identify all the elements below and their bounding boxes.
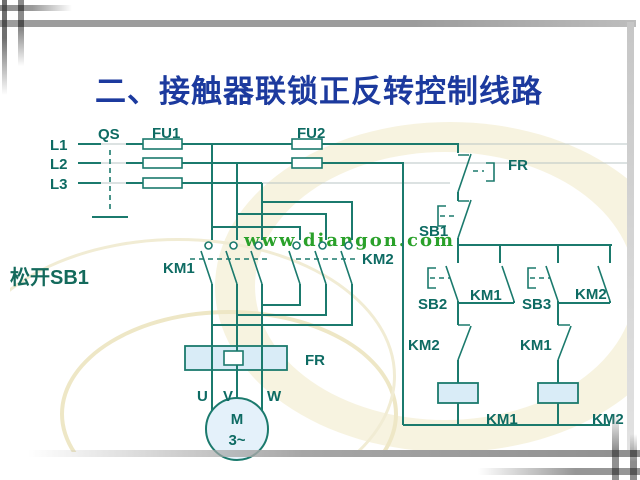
terminal-w-label: W xyxy=(267,388,282,405)
ornament-square xyxy=(2,20,7,27)
ornament-square xyxy=(18,20,24,27)
sb1-stop-button xyxy=(437,199,472,239)
km2-interlock-label: KM2 xyxy=(408,337,440,354)
control-wiring xyxy=(403,192,612,426)
phase-label-l1: L1 xyxy=(50,137,68,154)
phase-label-l3: L3 xyxy=(50,176,68,193)
slide-edge-shadow xyxy=(627,22,634,452)
motor: M 3~ xyxy=(205,397,269,461)
km2-main-contacts xyxy=(288,241,356,285)
km2-interlock-contact xyxy=(457,324,472,361)
fu2-label: FU2 xyxy=(297,125,325,142)
km1-coil xyxy=(437,382,479,404)
motor-symbol: M xyxy=(231,411,244,428)
ornament-square xyxy=(612,450,619,457)
km2-main-label: KM2 xyxy=(362,251,394,268)
sb2-forward-button xyxy=(427,265,459,302)
ornament-square xyxy=(18,5,24,11)
fu1-label: FU1 xyxy=(152,125,180,142)
corner-ornament-top-left xyxy=(18,0,24,66)
km1-seal-contact xyxy=(501,265,515,302)
km2-seal-contact xyxy=(597,265,611,302)
release-sb1-note: 松开SB1 xyxy=(10,267,89,289)
fr-overload-relay xyxy=(184,345,288,412)
terminal-v-label: V xyxy=(223,388,233,405)
corner-ornament-top-left xyxy=(2,0,7,95)
sb2-label: SB2 xyxy=(418,296,447,313)
sb3-reverse-button xyxy=(527,265,559,302)
km2-coil xyxy=(537,382,579,404)
km1-interlock-contact xyxy=(557,324,572,361)
fr-nc-contact xyxy=(457,153,495,193)
fuse-fu2 xyxy=(291,138,323,169)
km1-interlock-label: KM1 xyxy=(520,337,552,354)
terminal-u-label: U xyxy=(197,388,208,405)
corner-ornament-bottom-right xyxy=(28,450,640,457)
ornament-square xyxy=(2,5,7,11)
ornament-square xyxy=(612,468,619,475)
km1-main-label: KM1 xyxy=(163,260,195,277)
phase-label-l2: L2 xyxy=(50,156,68,173)
km1-seal-label: KM1 xyxy=(470,287,502,304)
km1-main-contacts xyxy=(190,241,268,285)
km2-seal-label: KM2 xyxy=(575,286,607,303)
km1-coil-label: KM1 xyxy=(486,411,518,428)
qs-label: QS xyxy=(98,126,120,143)
fuse-fu1 xyxy=(142,138,183,189)
corner-ornament-top-left xyxy=(0,5,72,11)
corner-ornament-top-left xyxy=(0,20,636,27)
corner-ornament-bottom-right xyxy=(478,468,640,475)
ornament-square xyxy=(630,450,637,457)
ornament-square xyxy=(630,468,637,475)
corner-ornament-bottom-right xyxy=(612,412,619,480)
page-title: 二、接触器联锁正反转控制线路 xyxy=(95,74,543,109)
sb3-label: SB3 xyxy=(522,296,551,313)
background-swoosh xyxy=(10,28,628,452)
qs-switch xyxy=(92,150,128,218)
corner-ornament-bottom-right xyxy=(630,434,637,480)
motor-type: 3~ xyxy=(228,432,245,449)
power-wiring xyxy=(78,143,459,425)
sb1-label: SB1 xyxy=(419,223,448,240)
fr-contact-label: FR xyxy=(508,157,528,174)
fr-label: FR xyxy=(305,352,325,369)
